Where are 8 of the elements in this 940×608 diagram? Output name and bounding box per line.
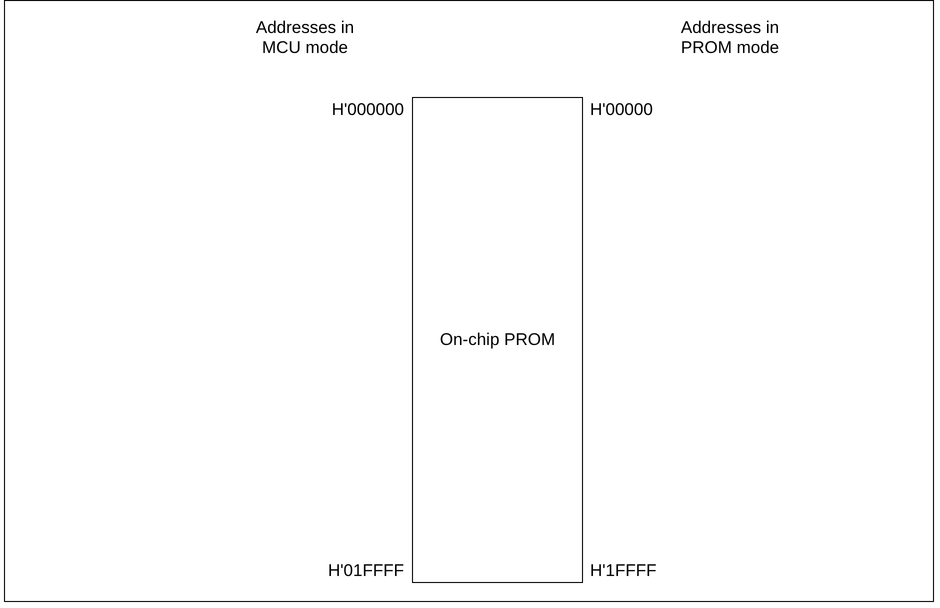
column-heading: Addresses in PROM mode [680, 18, 780, 58]
column-heading: Addresses in MCU mode [254, 18, 356, 58]
memory-block [412, 97, 583, 583]
address-label: H'1FFFF [590, 561, 658, 581]
address-label: H'00000 [590, 100, 654, 120]
address-label: H'000000 [330, 100, 404, 120]
block-label: On-chip PROM [440, 330, 556, 350]
address-label: H'01FFFF [327, 561, 404, 581]
